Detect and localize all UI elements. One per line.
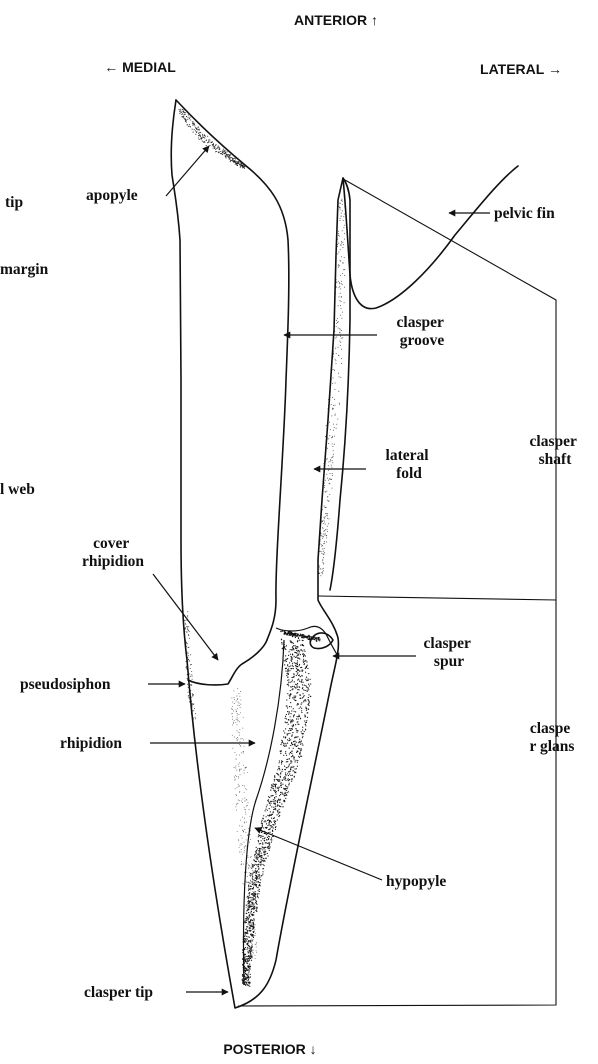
pseudosiphon-label: pseudosiphon — [20, 676, 111, 693]
cover-rhipidion-outline — [188, 640, 267, 685]
leader-lines — [148, 146, 490, 992]
lateral-label: LATERAL → — [480, 61, 562, 77]
clasper-groove-label: clasper groove — [397, 314, 448, 349]
clasper-shaft-label: clasper shaft — [530, 433, 581, 468]
rhipidion-label: rhipidion — [60, 735, 122, 752]
shaft-inner-edge — [176, 100, 289, 640]
clasper-tip-label: clasper tip — [84, 984, 153, 1001]
labels: apopyle pelvic fin clasper groove latera… — [0, 187, 580, 1001]
cover-rhipidion-label: cover rhipidion — [82, 535, 144, 570]
clasper-spur-label: clasper spur — [424, 635, 475, 670]
pelvic-fin-outline — [343, 166, 518, 309]
cropped-web-label: l web — [0, 481, 35, 498]
cropped-margin-label: margin — [0, 261, 49, 278]
apopyle-label: apopyle — [86, 187, 138, 204]
medial-label: ← MEDIAL — [104, 59, 176, 75]
pelvic-fin-label: pelvic fin — [494, 205, 555, 222]
anterior-label: ANTERIOR ↑ — [294, 12, 378, 28]
groove-to-spur — [276, 626, 338, 656]
clasper-glans-label: claspe r glans — [530, 720, 575, 755]
cropped-tip-label: tip — [5, 194, 23, 211]
clasper-shaft-bracket — [318, 180, 556, 600]
clasper-outline — [171, 100, 518, 1008]
hypopyle-line — [244, 640, 285, 985]
lateral-fold-label: lateral fold — [386, 447, 433, 482]
hypopyle-leader — [255, 828, 382, 880]
hypopyle-label: hypopyle — [386, 873, 446, 890]
posterior-label: POSTERIOR ↓ — [223, 1041, 316, 1057]
